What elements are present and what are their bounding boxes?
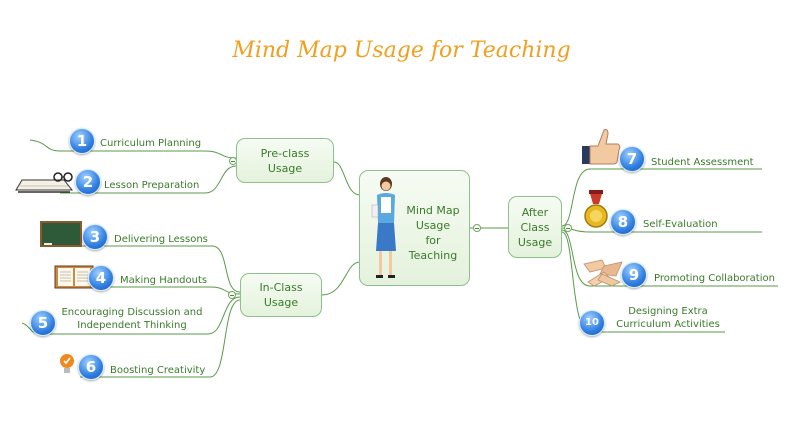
number-badge-2: 2 [75,169,101,195]
branch-after-class-line-2: Class [520,220,550,234]
thumbs-up-icon [582,129,621,165]
branch-in-class-line-2: Usage [263,296,299,309]
item-making-handouts[interactable]: Making Handouts [120,275,208,286]
number-badge-10: 10 [579,310,605,336]
branch-after-class-line-3: Usage [517,235,553,249]
item-designing-extra-curriculum[interactable]: Designing Extra Curriculum Activities [608,305,728,331]
center-node-text: Mind Map Usage for Teaching [400,203,466,263]
branch-pre-class-line-2: Usage [267,161,303,175]
branch-pre-class-line-1: Pre-class [260,146,310,160]
number-badge-3: 3 [82,224,108,250]
connector-inclass-item3 [80,245,241,293]
connector-afterclass-item7 [561,168,762,227]
center-line-2: Usage [415,219,451,232]
item-delivering-lessons[interactable]: Delivering Lessons [114,234,208,245]
teacher-icon [371,177,396,278]
number-badge-7: 7 [619,146,645,172]
medal-icon [584,190,608,228]
open-book-icon [54,265,94,289]
collapse-toggle-inclass[interactable] [228,291,236,299]
number-badge-9: 9 [621,262,647,288]
connector-center-inclass [321,261,361,296]
connector-inclass-item6 [80,299,241,378]
item-10-line-2: Curriculum Activities [616,319,720,330]
collapse-toggle-afterclass[interactable] [564,224,572,232]
number-badge-1: 1 [69,128,95,154]
center-line-3: for [425,234,441,247]
collapse-toggle-center[interactable] [473,224,481,232]
connector-preclass-item2 [60,165,237,194]
connector-afterclass-item9 [561,229,778,287]
number-badge-5: 5 [30,310,56,336]
item-promoting-collaboration[interactable]: Promoting Collaboration [654,273,775,284]
item-encouraging-discussion[interactable]: Encouraging Discussion and Independent T… [60,306,204,332]
center-line-4: Teaching [408,249,458,262]
book-with-glasses-icon [15,172,74,193]
center-node[interactable]: Mind Map Usage for Teaching [359,170,470,286]
chalkboard-icon [40,221,82,247]
joined-hands-icon [583,259,623,287]
item-self-evaluation[interactable]: Self-Evaluation [643,219,718,230]
branch-in-class-line-1: In-Class [259,281,303,294]
item-student-assessment[interactable]: Student Assessment [651,157,754,168]
item-10-line-1: Designing Extra [628,306,708,317]
lightbulb-badge-icon [60,354,74,373]
center-line-1: Mind Map [406,204,460,217]
number-badge-4: 4 [88,265,114,291]
branch-after-class[interactable]: After Class Usage [508,196,562,258]
connector-inclass-item5 [21,296,241,335]
item-boosting-creativity[interactable]: Boosting Creativity [110,365,206,376]
branch-after-class-line-1: After [521,205,549,219]
number-badge-8: 8 [610,209,636,235]
branch-pre-class[interactable]: Pre-class Usage [236,138,334,183]
branch-in-class[interactable]: In-Class Usage [240,273,322,317]
item-lesson-preparation[interactable]: Lesson Preparation [104,180,200,191]
connector-preclass-item1 [29,139,237,159]
item-5-line-1: Encouraging Discussion and [61,307,203,318]
item-5-line-2: Independent Thinking [77,320,187,331]
number-badge-6: 6 [78,354,104,380]
page-title: Mind Map Usage for Teaching [232,38,571,63]
item-curriculum-planning[interactable]: Curriculum Planning [100,138,202,149]
connector-center-preclass [333,161,361,196]
